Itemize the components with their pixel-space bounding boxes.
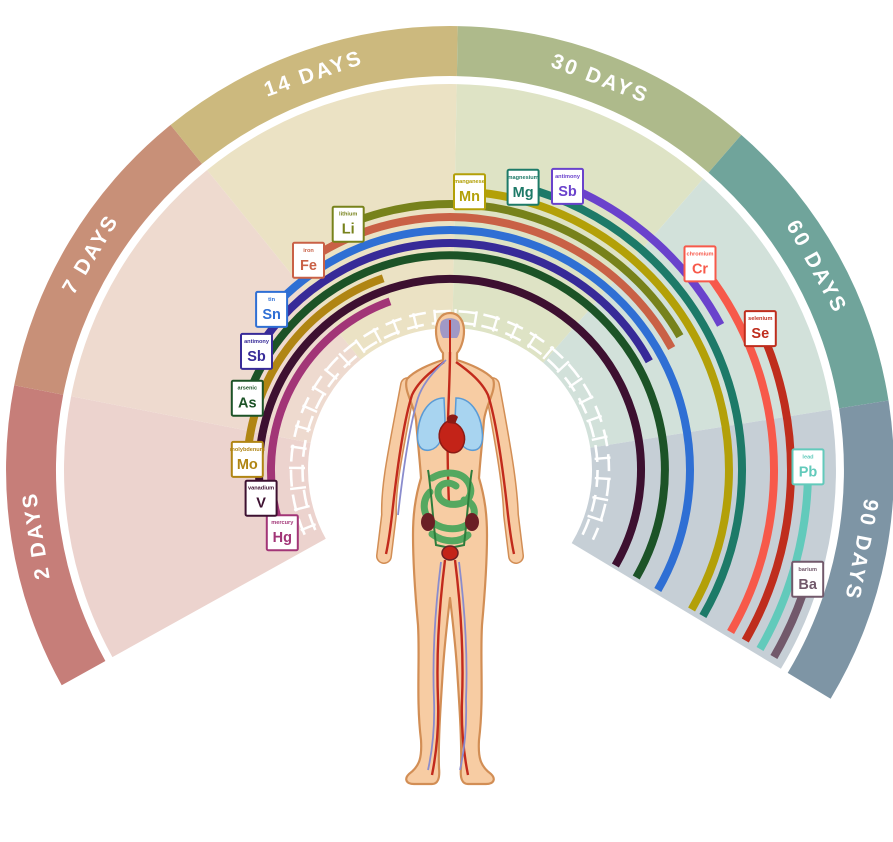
human-body-illustration xyxy=(376,311,524,786)
element-name: chromium xyxy=(686,251,713,257)
element-name: vanadium xyxy=(248,486,274,492)
element-arc-selenium xyxy=(741,326,795,643)
element-arc-tin xyxy=(268,226,694,592)
element-name: lithium xyxy=(339,212,357,218)
element-symbol: As xyxy=(238,396,257,412)
sector-band-1 xyxy=(14,124,203,395)
element-symbol: Pb xyxy=(799,464,818,480)
sector-band-0 xyxy=(6,385,106,686)
element-symbol: Sn xyxy=(262,307,281,323)
sector-band-2 xyxy=(170,26,458,164)
sector-band-5 xyxy=(787,400,893,699)
element-name: arsenic xyxy=(238,386,258,392)
element-arc-molybdenum xyxy=(243,274,385,460)
element-arc-antimony xyxy=(253,239,653,364)
element-arc-lithium xyxy=(346,199,684,339)
element-arc-vanadium xyxy=(255,274,645,568)
element-name: magnesium xyxy=(508,175,539,181)
sector-band-4 xyxy=(708,134,889,409)
tick-ring xyxy=(288,309,611,541)
band-separator-ring xyxy=(56,76,844,673)
element-symbol: Fe xyxy=(300,258,317,274)
element-arc-chromium xyxy=(696,261,778,634)
element-name: barium xyxy=(798,567,817,573)
element-name: iron xyxy=(303,248,314,254)
element-symbol: Ba xyxy=(798,577,817,593)
element-name: antimony xyxy=(244,339,270,345)
element-symbol: Mo xyxy=(237,457,258,473)
element-symbol: Sb xyxy=(558,184,577,200)
element-name: lead xyxy=(802,454,814,460)
element-name: molybdenum xyxy=(230,447,265,453)
element-arc-magnesium xyxy=(522,183,747,618)
element-name: selenium xyxy=(748,316,772,322)
element-arc-antimony xyxy=(565,182,725,327)
element-symbol: Cr xyxy=(692,261,708,277)
element-symbol: V xyxy=(256,496,266,512)
element-name: tin xyxy=(268,297,275,303)
element-symbol: Se xyxy=(751,326,769,342)
element-symbol: Hg xyxy=(273,530,292,546)
sector-band-3 xyxy=(456,26,742,173)
element-name: mercury xyxy=(271,520,294,526)
element-symbol: Sb xyxy=(247,349,266,365)
element-symbol: Mg xyxy=(513,185,534,201)
element-name: antimony xyxy=(555,174,581,180)
element-arc-manganese xyxy=(469,187,733,612)
element-tiles: mercuryHgvanadiumVmolybdenumMoarsenicAsa… xyxy=(230,167,825,598)
element-name: manganese xyxy=(454,179,485,185)
element-symbol: Li xyxy=(342,222,355,238)
element-arc-arsenic xyxy=(243,251,669,580)
element-symbol: Mn xyxy=(459,189,480,205)
